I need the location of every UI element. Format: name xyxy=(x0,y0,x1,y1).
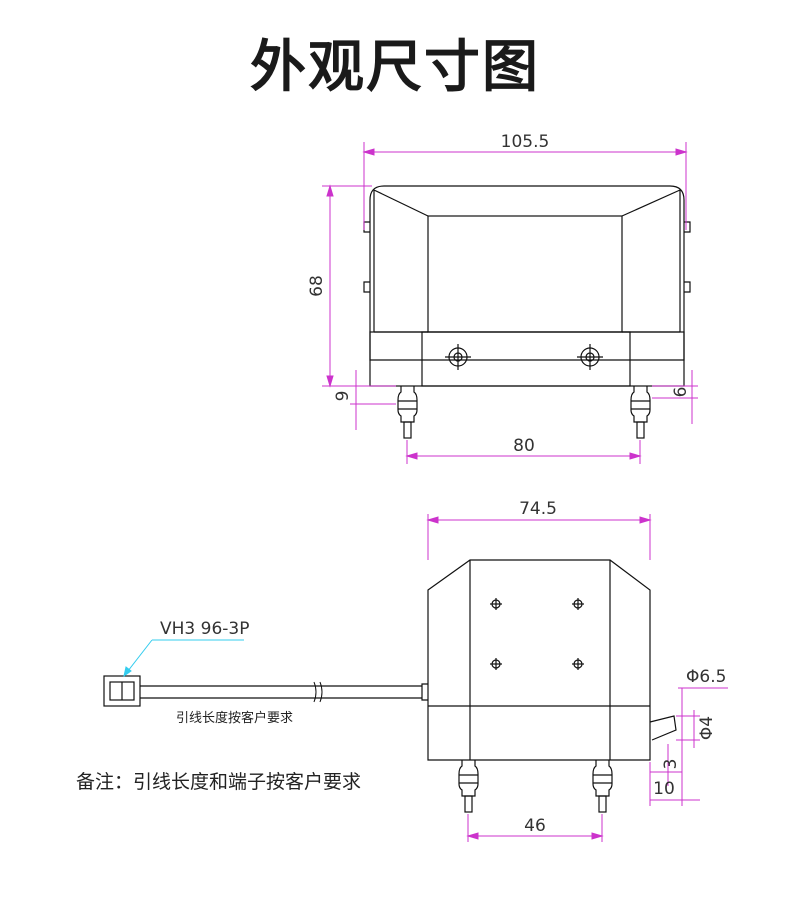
connector-leader xyxy=(123,639,244,678)
side-dimensions xyxy=(426,514,728,842)
top-foot-right xyxy=(630,386,651,439)
side-cable-grommet xyxy=(421,683,428,701)
connector-label: VH3 96-3P xyxy=(160,619,249,639)
side-foot-right xyxy=(592,760,613,813)
top-right-foot-label: 6 xyxy=(671,387,691,398)
top-side-tab-left-2 xyxy=(363,281,370,293)
side-screw-4 xyxy=(572,658,584,670)
side-foot-spacing-label: 46 xyxy=(524,816,546,836)
top-width-label: 105.5 xyxy=(501,132,550,152)
side-foot-left xyxy=(458,760,479,813)
side-screw-3 xyxy=(490,658,502,670)
top-foot-left xyxy=(397,386,418,439)
top-left-foot-label: 9 xyxy=(333,391,353,402)
top-side-tab-left xyxy=(363,221,370,233)
side-screw-1 xyxy=(490,598,502,610)
side-outlet-nozzle xyxy=(649,715,677,741)
side-width-label: 74.5 xyxy=(519,499,557,519)
top-foot-spacing-label: 80 xyxy=(513,436,535,456)
top-screw-left xyxy=(445,344,471,370)
top-height-label: 68 xyxy=(307,275,327,297)
top-side-tab-right-2 xyxy=(684,281,691,293)
cable-note: 引线长度按客户要求 xyxy=(176,710,293,726)
page-title: 外观尺寸图 xyxy=(250,35,540,100)
side-screw-2 xyxy=(572,598,584,610)
top-screw-right xyxy=(577,344,603,370)
top-dimensions xyxy=(322,142,698,464)
outlet-length-dim-label: 10 xyxy=(653,779,675,799)
cable-break xyxy=(313,681,323,703)
connector-body xyxy=(103,675,141,707)
side-view xyxy=(103,559,677,813)
outlet-height-dim-label: 3 xyxy=(661,759,681,770)
top-base xyxy=(369,331,685,387)
note-text: 备注：引线长度和端子按客户要求 xyxy=(76,771,361,793)
top-view xyxy=(363,185,691,439)
outlet-inner-dim-label: Φ4 xyxy=(697,716,717,740)
top-body-outline xyxy=(369,185,685,361)
outlet-outer-dim-label: Φ6.5 xyxy=(686,667,726,687)
top-side-tab-right xyxy=(684,221,691,233)
side-body-outline xyxy=(427,559,651,761)
top-mount-plate xyxy=(421,331,631,387)
top-inner-panel xyxy=(427,215,623,333)
